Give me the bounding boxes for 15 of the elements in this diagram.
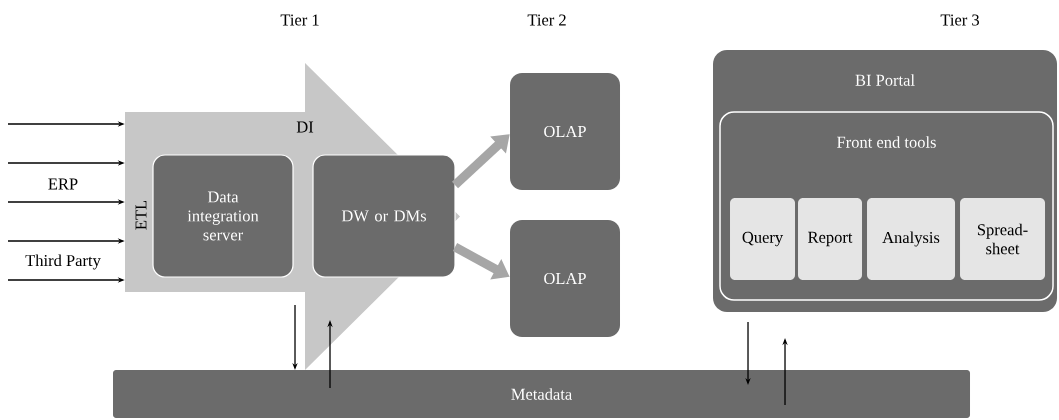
- tier-label: Tier 2: [527, 14, 566, 26]
- tool-box: Report: [798, 198, 862, 280]
- process-box: OLAP: [510, 73, 620, 190]
- metadata-bar: Metadata: [113, 370, 970, 418]
- tool-box: Analysis: [867, 198, 955, 280]
- process-box: OLAP: [510, 220, 620, 337]
- process-box: Data integration server: [152, 154, 294, 278]
- process-box: DW or DMs: [312, 154, 456, 278]
- edge-label: ERP: [48, 178, 78, 190]
- arrow: [451, 134, 510, 189]
- tool-box: Spread- sheet: [960, 198, 1045, 280]
- tool-box: Query: [730, 198, 795, 280]
- tier-label: Tier 1: [280, 14, 319, 26]
- edge-label: Third Party: [25, 254, 101, 270]
- tier-label: Tier 3: [940, 14, 979, 26]
